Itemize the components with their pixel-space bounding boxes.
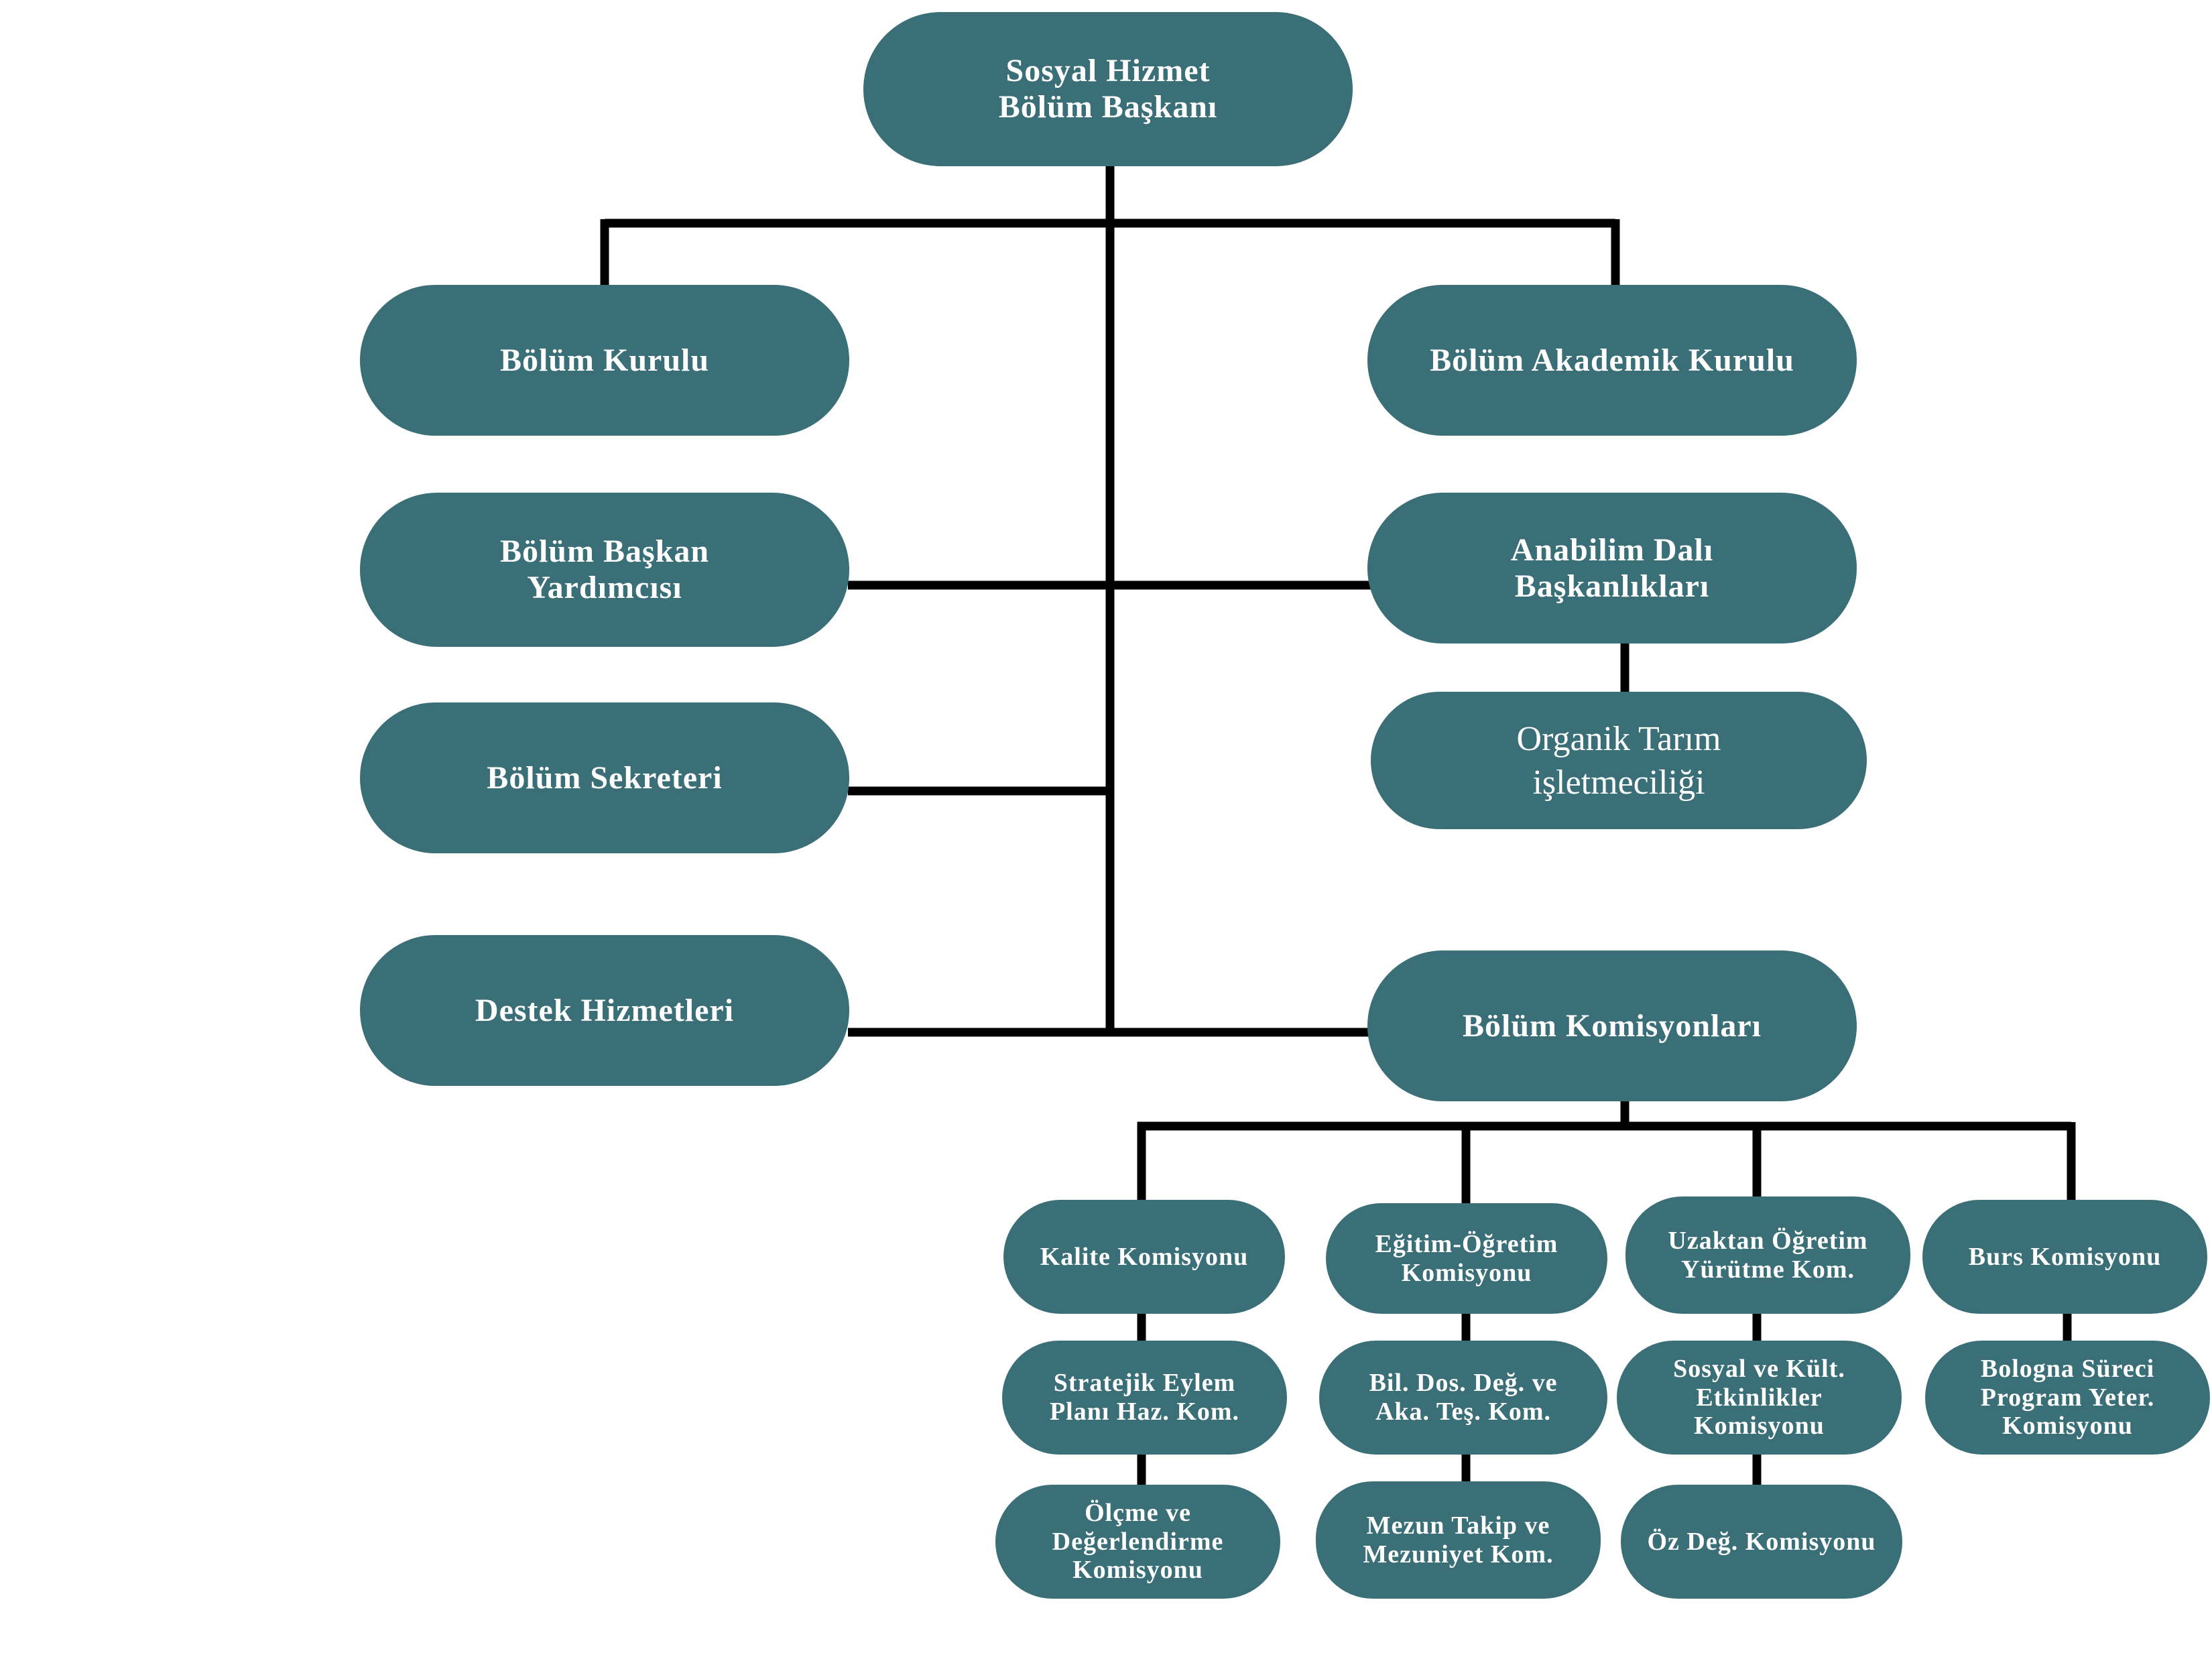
node-label-line: Stratejik Eylem	[1053, 1369, 1236, 1398]
node-label-line: Organik Tarım	[1516, 719, 1721, 758]
node-label-line: işletmeciliği	[1532, 763, 1705, 802]
node-label-line: Mezuniyet Kom.	[1363, 1540, 1554, 1569]
node-bolum-kurulu: Bölüm Kurulu	[360, 285, 849, 436]
node-label-line: Bölüm Başkan	[499, 534, 710, 570]
node-label-line: Aka. Teş. Kom.	[1375, 1398, 1552, 1426]
node-label-line: Uzaktan Öğretim	[1668, 1226, 1868, 1255]
node-label-line: Eğitim-Öğretim	[1375, 1229, 1558, 1258]
node-label-line: Bölüm Akademik Kurulu	[1430, 342, 1794, 378]
node-bolum-sekreteri: Bölüm Sekreteri	[360, 702, 849, 853]
node-label-line: Destek Hizmetleri	[475, 992, 735, 1028]
node-organik-tarim: Organik Tarım işletmeciliği	[1371, 692, 1867, 829]
node-label-line: Değerlendirme	[1052, 1527, 1224, 1556]
node-label-line: Komisyonu	[1072, 1556, 1203, 1585]
node-label-line: Anabilim Dalı	[1510, 532, 1714, 568]
node-label-line: Sosyal ve Kült.	[1673, 1355, 1845, 1384]
node-bolum-komisyonlari: Bölüm Komisyonları	[1367, 950, 1857, 1101]
node-kalite-komisyonu: Kalite Komisyonu	[1003, 1200, 1285, 1314]
node-label-line: Komisyonu	[2002, 1412, 2133, 1440]
node-label-line: Komisyonu	[1694, 1412, 1825, 1440]
node-label-line: Bologna Süreci	[1980, 1355, 2155, 1384]
node-label-line: Bil. Dos. Değ. ve	[1369, 1369, 1558, 1398]
node-label-line: Bölüm Komisyonları	[1462, 1007, 1762, 1044]
node-label-line: Bölüm Başkanı	[998, 89, 1218, 125]
node-label-line: Bölüm Kurulu	[499, 342, 710, 378]
node-label-line: Bölüm Sekreteri	[487, 759, 723, 796]
node-label-line: Komisyonu	[1401, 1258, 1532, 1287]
node-label-line: Burs Komisyonu	[1968, 1242, 2162, 1271]
node-destek-hizmetleri: Destek Hizmetleri	[360, 935, 849, 1086]
node-label-line: Program Yeter.	[1980, 1383, 2155, 1412]
node-bolum-akademik-kurulu: Bölüm Akademik Kurulu	[1367, 285, 1857, 436]
node-label-line: Yürütme Kom.	[1681, 1255, 1855, 1284]
node-label-line: Sosyal Hizmet	[1005, 53, 1211, 89]
node-label-line: Mezun Takip ve	[1366, 1511, 1550, 1540]
node-label-line: Ölçme ve	[1085, 1499, 1191, 1528]
node-label-line: Yardımcısı	[527, 570, 682, 605]
node-label-line: Öz Değ. Komisyonu	[1647, 1527, 1876, 1556]
node-label-line: Etkinlikler	[1696, 1383, 1823, 1412]
node-label-line: Kalite Komisyonu	[1040, 1242, 1249, 1271]
node-burs-komisyonu: Burs Komisyonu	[1922, 1200, 2207, 1314]
node-label-line: Başkanlıkları	[1514, 568, 1710, 604]
node-label-line: Planı Haz. Kom.	[1049, 1398, 1240, 1426]
node-oz-deg-komisyonu: Öz Değ. Komisyonu	[1621, 1485, 1902, 1599]
